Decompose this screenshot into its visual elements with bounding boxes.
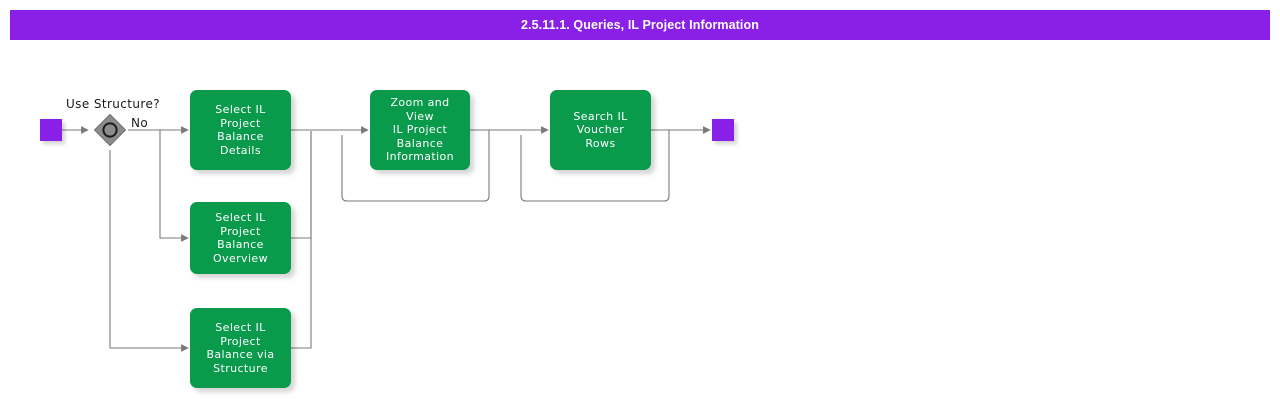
branch-label-no: No [131,116,149,130]
task-label: Zoom and View IL Project Balance Informa… [385,96,455,164]
decision-use-structure[interactable] [92,112,128,148]
task-label: Search IL Voucher Rows [573,109,628,150]
start-node[interactable] [40,119,62,141]
task-search-il-voucher-rows[interactable]: Search IL Voucher Rows [550,90,651,170]
page-title: 2.5.11.1. Queries, IL Project Informatio… [521,18,759,32]
decision-caption: Use Structure? [66,97,161,111]
edge-overview-merge [291,131,312,239]
edge-via-structure-merge [291,131,312,349]
task-label: Select IL Project Balance via Structure [206,321,275,375]
task-label: Select IL Project Balance Details [215,103,266,157]
task-select-il-project-balance-via-structure[interactable]: Select IL Project Balance via Structure [190,308,291,388]
edge-decision-to-via-structure [109,150,189,352]
end-node[interactable] [712,119,734,141]
task-select-il-project-balance-overview[interactable]: Select IL Project Balance Overview [190,202,291,274]
task-zoom-and-view-il-project-balance-information[interactable]: Zoom and View IL Project Balance Informa… [370,90,470,170]
edge-decision-to-overview [159,130,189,242]
task-select-il-project-balance-details[interactable]: Select IL Project Balance Details [190,90,291,170]
page-title-bar: 2.5.11.1. Queries, IL Project Informatio… [10,10,1270,40]
task-label: Select IL Project Balance Overview [213,211,268,265]
